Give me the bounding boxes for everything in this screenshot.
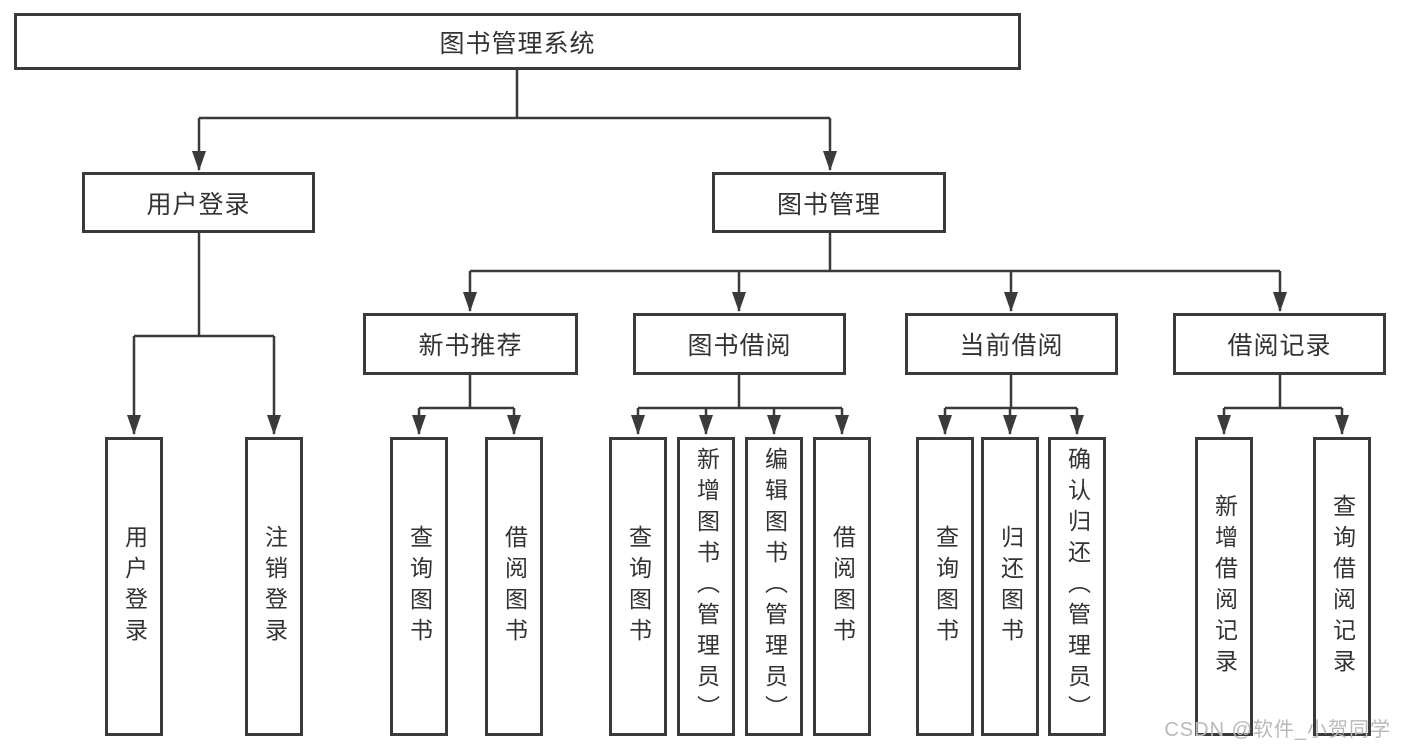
leaf-query-books-current: 查询图书 [916,437,974,736]
node-label: 查询图书 [406,524,433,649]
node-user-login: 用户登录 [82,172,315,233]
leaf-confirm-return-admin: 确认归还（管理员） [1048,437,1106,736]
node-root: 图书管理系统 [14,13,1021,70]
leaf-borrow-books-recommend: 借阅图书 [485,437,543,736]
node-label: 新增借阅记录 [1211,493,1238,680]
node-label: 新书推荐 [418,332,523,360]
leaf-query-books-recommend: 查询图书 [390,437,448,736]
node-label: 确认归还（管理员） [1064,447,1091,726]
node-label: 编辑图书（管理员） [761,447,788,726]
node-label: 图书管理系统 [439,29,596,58]
watermark: CSDN @软件_小贺同学 [1164,719,1391,741]
leaf-edit-book-admin: 编辑图书（管理员） [745,437,803,736]
leaf-query-borrow-record: 查询借阅记录 [1313,437,1371,736]
leaf-query-books-borrow: 查询图书 [609,437,667,736]
leaf-user-login: 用户登录 [105,437,163,736]
node-label: 新增图书（管理员） [693,447,720,726]
node-label: 图书管理 [776,190,881,219]
node-current-borrow: 当前借阅 [905,313,1118,375]
node-label: 注销登录 [261,524,288,649]
node-label: 当前借阅 [959,332,1064,360]
node-label: 查询借阅记录 [1329,493,1356,680]
node-book-management: 图书管理 [712,172,946,233]
node-label: 查询图书 [932,524,959,649]
leaf-return-book: 归还图书 [981,437,1039,736]
node-label: 图书借阅 [687,332,792,360]
node-borrow-records: 借阅记录 [1173,313,1386,375]
node-label: 归还图书 [997,524,1024,649]
node-label: 用户登录 [146,190,251,219]
node-new-book-recommend: 新书推荐 [363,313,578,375]
leaf-add-borrow-record: 新增借阅记录 [1195,437,1253,736]
node-label: 用户登录 [121,524,148,649]
leaf-borrow-books: 借阅图书 [813,437,871,736]
leaf-add-book-admin: 新增图书（管理员） [677,437,735,736]
leaf-logout: 注销登录 [245,437,303,736]
node-label: 借阅图书 [501,524,528,649]
node-label: 借阅记录 [1227,332,1332,360]
node-book-borrow: 图书借阅 [633,313,846,375]
node-label: 查询图书 [625,524,652,649]
node-label: 借阅图书 [829,524,856,649]
